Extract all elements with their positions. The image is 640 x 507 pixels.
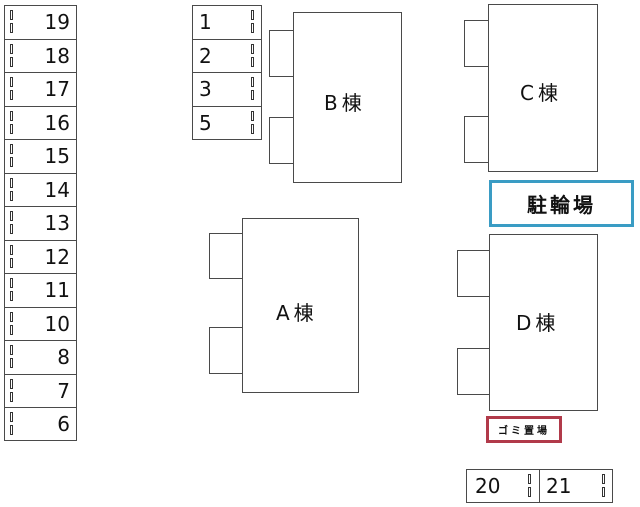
building-b[interactable]: B棟	[293, 12, 402, 183]
building-b-entrance-1	[269, 30, 294, 77]
building-a[interactable]: A棟	[242, 218, 359, 393]
parking-space[interactable]: 19	[5, 6, 76, 40]
space-number: 8	[57, 345, 70, 369]
bicycle-parking-label: 駐輪場	[527, 193, 596, 217]
parking-space[interactable]: 16	[5, 107, 76, 140]
parking-space[interactable]: 17	[5, 73, 76, 107]
parking-column-top: 1 2 3 5	[192, 5, 262, 140]
space-number: 7	[57, 378, 70, 403]
space-number: 2	[199, 43, 212, 68]
parking-space[interactable]: 10	[5, 308, 76, 341]
parking-space[interactable]: 3	[193, 73, 261, 107]
garbage-area[interactable]: ゴミ置場	[486, 416, 562, 443]
space-number: 10	[44, 311, 70, 336]
space-number: 18	[44, 43, 70, 68]
building-c[interactable]: C棟	[488, 4, 598, 172]
building-a-entrance-2	[209, 327, 243, 374]
parking-space[interactable]: 7	[5, 375, 76, 408]
space-number: 1	[199, 10, 212, 34]
space-number: 16	[44, 110, 70, 135]
parking-space[interactable]: 12	[5, 241, 76, 274]
space-number: 5	[199, 110, 212, 135]
space-number: 11	[44, 278, 70, 302]
building-b-entrance-2	[269, 117, 294, 164]
space-number: 19	[44, 10, 70, 34]
space-number: 15	[44, 144, 70, 168]
building-d-label: D棟	[516, 311, 560, 335]
space-number: 14	[44, 177, 70, 202]
building-d-entrance-1	[457, 250, 490, 297]
building-d-entrance-2	[457, 348, 490, 395]
space-number: 17	[44, 77, 70, 101]
parking-space[interactable]: 5	[193, 107, 261, 141]
parking-space[interactable]: 2	[193, 40, 261, 73]
building-a-label: A棟	[276, 301, 318, 325]
garbage-area-label: ゴミ置場	[498, 426, 550, 437]
building-b-label: B棟	[324, 91, 366, 115]
parking-row-bottom: 20 21	[466, 469, 613, 503]
parking-space[interactable]: 6	[5, 408, 76, 442]
space-number: 20	[475, 474, 501, 498]
parking-space[interactable]: 11	[5, 274, 76, 308]
parking-space[interactable]: 13	[5, 207, 76, 241]
building-c-entrance-2	[464, 116, 489, 163]
parking-space[interactable]: 21	[540, 470, 612, 502]
bicycle-parking[interactable]: 駐輪場	[489, 180, 634, 227]
parking-space[interactable]: 18	[5, 40, 76, 73]
building-c-label: C棟	[520, 81, 562, 105]
parking-space[interactable]: 20	[467, 470, 540, 502]
space-number: 12	[44, 244, 70, 269]
space-number: 3	[199, 77, 212, 101]
parking-space[interactable]: 15	[5, 140, 76, 174]
building-d[interactable]: D棟	[489, 234, 598, 411]
parking-space[interactable]: 14	[5, 174, 76, 207]
building-c-entrance-1	[464, 20, 489, 67]
building-a-entrance-1	[209, 233, 243, 279]
space-number: 13	[44, 211, 70, 235]
space-number: 21	[546, 474, 572, 498]
parking-space[interactable]: 8	[5, 341, 76, 375]
parking-column-left: 19 18 17 16 15 14 13 12 11 10 8 7 6	[4, 5, 77, 441]
space-number: 6	[57, 412, 70, 436]
parking-space[interactable]: 1	[193, 6, 261, 40]
